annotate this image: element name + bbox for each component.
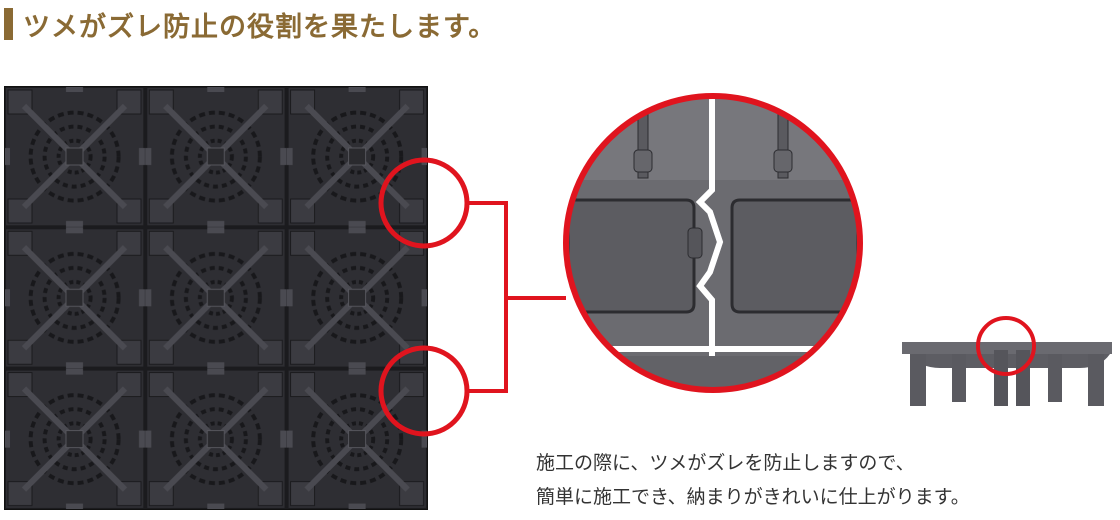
page-heading: ツメがズレ防止の役割を果たします。 [4,6,497,43]
description-caption: 施工の際に、ツメがズレを防止しますので、 簡単に施工でき、納まりがきれいに仕上が… [536,446,1116,514]
heading-title: ツメがズレ防止の役割を果たします。 [23,11,497,43]
side-highlight-circle [976,316,1036,376]
claw-closeup-image [563,93,863,393]
heading-accent-bar [4,8,13,40]
caption-line-1: 施工の際に、ツメがズレを防止しますので、 [536,452,915,474]
side-profile-image [902,316,1112,406]
caption-line-2: 簡単に施工でき、納まりがきれいに仕上がります。 [536,486,970,508]
tile-grid-image [4,86,428,510]
